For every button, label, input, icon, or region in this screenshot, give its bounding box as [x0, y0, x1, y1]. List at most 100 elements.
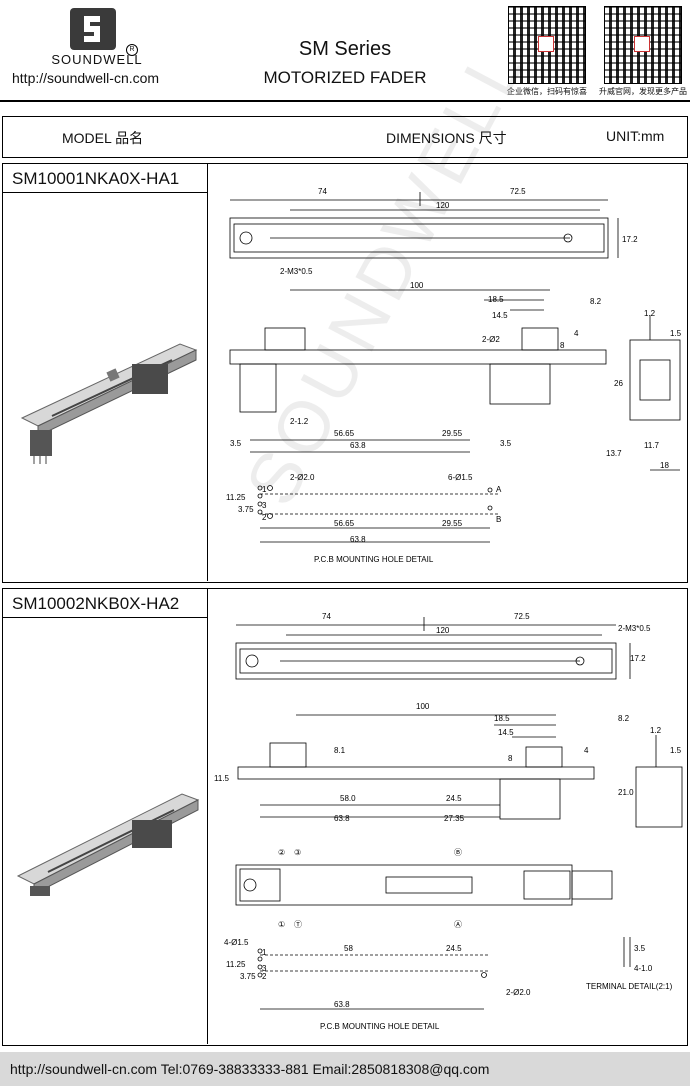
- dim-label: 18: [660, 461, 669, 470]
- dim-label: 8: [560, 341, 565, 350]
- pcb-caption: P.C.B MOUNTING HOLE DETAIL: [320, 1022, 440, 1031]
- dim-label: 11.25: [226, 493, 246, 502]
- pin-label: 2: [262, 972, 267, 981]
- pin-label: B: [496, 515, 501, 524]
- dim-label: 24.5: [446, 794, 462, 803]
- series-title: SM Series: [298, 38, 392, 60]
- dim-label: 21.0: [618, 788, 634, 797]
- dim-label: 8.1: [334, 746, 346, 755]
- dim-label: 27.35: [444, 814, 465, 823]
- dim-label: 120: [436, 626, 450, 635]
- dim-label: 14.5: [492, 311, 508, 320]
- qr-left-caption: 企业微信，扫码有惊喜: [507, 87, 587, 96]
- dim-label: 11.5: [214, 774, 230, 783]
- dim-label: 1.2: [650, 726, 662, 735]
- pin-label: 1: [262, 485, 267, 494]
- registered-mark-icon: R: [126, 44, 138, 56]
- circled-label: Ⓑ: [454, 848, 462, 857]
- fader-product-image-2: [16, 793, 200, 896]
- dim-label: 3.75: [238, 505, 254, 514]
- dim-label: 1.5: [670, 746, 682, 755]
- dim-label: 8.2: [590, 297, 602, 306]
- dim-label: 2-1.2: [290, 417, 309, 426]
- dim-label: 4-Ø1.5: [224, 938, 249, 947]
- circled-label: Ⓣ: [294, 920, 302, 929]
- unit-label: UNIT:mm: [606, 128, 665, 144]
- header-divider: [0, 100, 690, 102]
- dim-label: 18.5: [494, 714, 510, 723]
- dim-label: 63.8: [350, 441, 366, 450]
- dim-label: 56.65: [334, 519, 355, 528]
- footer-contact: http://soundwell-cn.com Tel:0769-3883333…: [10, 1061, 490, 1077]
- model-title-box: [3, 589, 208, 618]
- dim-label: 4: [574, 329, 579, 338]
- dim-label: 4-1.0: [634, 964, 653, 973]
- model-title-box: [3, 164, 208, 193]
- dim-label: 14.5: [498, 728, 514, 737]
- dim-label: 63.8: [334, 1000, 350, 1009]
- dim-label: 72.5: [514, 612, 530, 621]
- dim-label: 24.5: [446, 944, 462, 953]
- dim-label: 11.7: [644, 441, 660, 450]
- dim-label: 3.5: [634, 944, 646, 953]
- circled-label: ①: [278, 920, 285, 929]
- dim-label: 8: [508, 754, 513, 763]
- pin-label: 2: [262, 513, 267, 522]
- pin-label: 3: [262, 501, 267, 510]
- dim-label: 74: [318, 187, 327, 196]
- dim-label: 72.5: [510, 187, 526, 196]
- soundwell-logo-icon: [70, 8, 116, 50]
- qr-center-logo-icon: [538, 36, 554, 52]
- dim-label: 120: [436, 201, 450, 210]
- dim-label: 13.7: [606, 449, 622, 458]
- dim-label: 3.75: [240, 972, 256, 981]
- dim-label: 3.5: [500, 439, 512, 448]
- dim-label: 2-Ø2.0: [506, 988, 531, 997]
- dim-label: 63.8: [350, 535, 366, 544]
- dim-label: 3.5: [230, 439, 242, 448]
- dimension-drawing-1: 74 72.5 120 17.2 2-M3*0.5 100 18.5 14.5 …: [226, 187, 682, 564]
- dim-label: 58.0: [340, 794, 356, 803]
- dim-label: 1.5: [670, 329, 682, 338]
- model-name-1: SM10001NKA0X-HA1: [12, 169, 180, 188]
- dim-label: 8.2: [618, 714, 630, 723]
- qr-right-caption: 升威官网，发现更多产品: [599, 87, 687, 96]
- dim-label: 26: [614, 379, 623, 388]
- dim-label: 4: [584, 746, 589, 755]
- circled-label: Ⓐ: [454, 920, 462, 929]
- model-column-header: MODEL 品名: [62, 130, 144, 146]
- dim-label: 63.8: [334, 814, 350, 823]
- terminal-caption: TERMINAL DETAIL(2:1): [586, 982, 673, 991]
- model-section-1: [2, 163, 688, 583]
- fader-product-image-1: [20, 343, 198, 464]
- page-footer: [0, 1052, 690, 1086]
- dim-label: 29.55: [442, 429, 463, 438]
- page-header: SOUNDWELL R http://soundwell-cn.com SM S…: [0, 0, 690, 100]
- company-url[interactable]: http://soundwell-cn.com: [12, 70, 160, 86]
- column-divider: [207, 617, 208, 1044]
- model-section-2: [2, 588, 688, 1046]
- qr-center-logo-icon: [634, 36, 650, 52]
- dim-label: 2-Ø2.0: [290, 473, 315, 482]
- pcb-caption: P.C.B MOUNTING HOLE DETAIL: [314, 555, 434, 564]
- dim-label: 17.2: [630, 654, 646, 663]
- dim-label: 2-Ø2: [482, 335, 500, 344]
- brand-name: SOUNDWELL: [51, 52, 143, 67]
- dim-label: 17.2: [622, 235, 638, 244]
- dim-label: 58: [344, 944, 353, 953]
- pin-label: 3: [262, 964, 267, 973]
- dim-label: 29.55: [442, 519, 463, 528]
- table-header-row: [2, 116, 688, 158]
- dimension-drawing-2: 74 72.5 120 17.2 2-M3*0.5 100 18.5 14.5 …: [214, 612, 683, 1031]
- column-divider: [207, 192, 208, 581]
- circled-label: ③: [294, 848, 301, 857]
- pin-label: A: [496, 485, 502, 494]
- dim-label: 74: [322, 612, 331, 621]
- dim-label: 56.65: [334, 429, 355, 438]
- dim-label: 2-M3*0.5: [280, 267, 313, 276]
- dim-label: 100: [416, 702, 430, 711]
- product-title: MOTORIZED FADER: [263, 68, 427, 87]
- dim-label: 6-Ø1.5: [448, 473, 473, 482]
- dim-label: 100: [410, 281, 424, 290]
- dim-label: 1.2: [644, 309, 656, 318]
